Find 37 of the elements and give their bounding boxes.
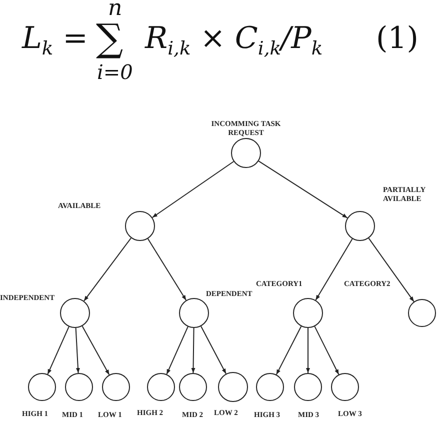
arrow <box>315 238 353 301</box>
tree-node-circle <box>218 372 248 402</box>
tree-node-circle <box>179 373 207 401</box>
formula-text: L$_{k}$ = <box>22 24 88 60</box>
formula-text: i=0 <box>97 62 133 82</box>
arrow <box>82 326 110 376</box>
tree-node-circle <box>125 211 155 241</box>
arrow <box>166 326 188 375</box>
arrow <box>306 328 310 374</box>
formula-text: (1) <box>376 24 418 54</box>
tree-node-circle <box>256 373 284 401</box>
formula-text: R$_{i,k}$ × C$_{i,k}$/P$_{k}$ <box>145 24 323 60</box>
tree-node-circle <box>331 373 359 401</box>
tree-node-circle <box>294 373 322 401</box>
formula-text: ∑ <box>96 19 124 57</box>
tree-node-circle <box>408 299 436 327</box>
arrow <box>191 328 196 374</box>
tree-node-circle <box>28 373 56 401</box>
arrow <box>314 326 340 375</box>
arrow <box>83 238 132 302</box>
tree-node-circle <box>179 298 209 328</box>
tree-node-circle <box>293 298 323 328</box>
tree-node-circle <box>345 211 375 241</box>
arrow <box>258 160 348 218</box>
arrow <box>147 238 187 301</box>
tree-node-circle <box>60 298 90 328</box>
arrow <box>152 161 234 218</box>
arrow <box>368 238 414 302</box>
arrow <box>276 326 302 376</box>
formula-text: n <box>108 0 122 20</box>
arrow <box>75 327 80 374</box>
tree-node-circle <box>102 373 130 401</box>
tree-node-circle <box>231 138 261 168</box>
tree-node-circle <box>147 373 175 401</box>
arrow <box>47 326 70 375</box>
arrow <box>200 326 226 374</box>
tree-node-circle <box>65 373 93 401</box>
